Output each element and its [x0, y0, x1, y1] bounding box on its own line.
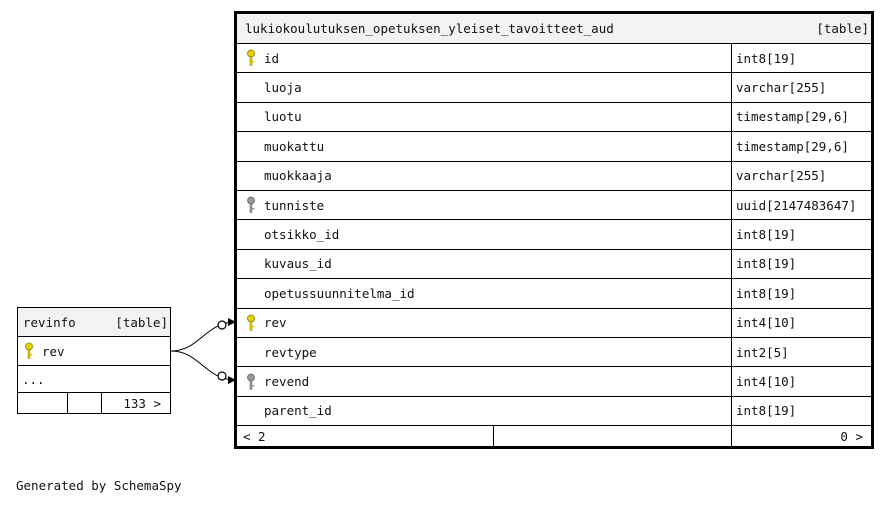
primary-key-icon — [246, 44, 256, 72]
column-divider — [731, 220, 732, 249]
connector-revend — [170, 350, 237, 381]
index-key-icon — [246, 367, 256, 395]
column-name[interactable]: opetussuunnitelma_id — [264, 285, 415, 301]
children-count[interactable]: 0 > — [840, 428, 863, 444]
footer-divider — [101, 393, 102, 414]
column-row-id[interactable]: id int8[19] — [237, 44, 871, 74]
revinfo-children-count[interactable]: 133 > — [123, 396, 161, 411]
column-name[interactable]: muokkaaja — [264, 168, 332, 184]
column-type: timestamp[29,6] — [736, 109, 849, 125]
revinfo-column-rev[interactable]: rev — [42, 343, 65, 359]
column-name[interactable]: kuvaus_id — [264, 256, 332, 272]
connector-rev — [170, 321, 237, 352]
column-divider — [731, 191, 732, 220]
column-divider — [731, 73, 732, 102]
revinfo-ellipsis-row: ... — [18, 366, 170, 393]
column-type: timestamp[29,6] — [736, 138, 849, 154]
column-row-kuvaus-id[interactable]: kuvaus_id int8[19] — [237, 249, 871, 280]
column-name[interactable]: parent_id — [264, 403, 332, 419]
column-divider — [731, 396, 732, 426]
column-type: varchar[255] — [736, 168, 827, 184]
column-type: int8[19] — [736, 403, 797, 419]
column-type: int8[19] — [736, 227, 797, 243]
column-row-luoja[interactable]: luoja varchar[255] — [237, 73, 871, 103]
revinfo-row-rev[interactable]: rev — [18, 337, 170, 366]
column-type: uuid[2147483647] — [736, 197, 857, 213]
footer-divider — [493, 426, 494, 446]
main-table-name[interactable]: lukiokoulutuksen_opetuksen_yleiset_tavoi… — [245, 21, 614, 36]
parents-count[interactable]: < 2 — [243, 428, 266, 444]
column-row-parent-id[interactable]: parent_id int8[19] — [237, 396, 871, 427]
column-divider — [731, 338, 732, 367]
column-type: int2[5] — [736, 344, 789, 360]
main-table-footer: < 2 0 > — [237, 426, 871, 446]
footer-divider — [731, 426, 732, 446]
revinfo-table-kind: [table] — [115, 314, 168, 330]
zero-or-many-marker-revend — [217, 371, 227, 381]
revinfo-header[interactable]: revinfo [table] — [18, 308, 170, 337]
main-table-header[interactable]: lukiokoulutuksen_opetuksen_yleiset_tavoi… — [237, 14, 871, 44]
column-divider — [731, 308, 732, 337]
column-type: int8[19] — [736, 50, 797, 66]
column-row-opetussuunnitelma-id[interactable]: opetussuunnitelma_id int8[19] — [237, 279, 871, 309]
revinfo-table[interactable]: revinfo [table] rev ... 133 > — [17, 307, 171, 414]
column-row-otsikko-id[interactable]: otsikko_id int8[19] — [237, 220, 871, 250]
column-type: int4[10] — [736, 315, 797, 331]
column-name[interactable]: luoja — [264, 80, 302, 96]
column-divider — [731, 132, 732, 161]
column-row-tunniste[interactable]: tunniste uuid[2147483647] — [237, 191, 871, 221]
column-row-luotu[interactable]: luotu timestamp[29,6] — [237, 102, 871, 133]
zero-or-many-marker-rev — [217, 320, 227, 330]
footer-divider — [67, 393, 68, 414]
revinfo-ellipsis: ... — [22, 371, 45, 387]
column-row-muokkaaja[interactable]: muokkaaja varchar[255] — [237, 161, 871, 191]
primary-key-icon — [246, 309, 256, 337]
revinfo-table-name[interactable]: revinfo — [23, 314, 76, 330]
column-divider — [731, 367, 732, 396]
column-name[interactable]: revtype — [264, 344, 317, 360]
arrow-marker-revend — [228, 376, 236, 384]
column-name[interactable]: tunniste — [264, 197, 325, 213]
column-divider — [731, 249, 732, 279]
column-type: int4[10] — [736, 374, 797, 390]
column-name[interactable]: muokattu — [264, 138, 325, 154]
main-table-kind: [table] — [816, 21, 869, 36]
main-table[interactable]: lukiokoulutuksen_opetuksen_yleiset_tavoi… — [234, 11, 874, 449]
column-name[interactable]: luotu — [264, 109, 302, 125]
column-divider — [731, 279, 732, 308]
column-row-muokattu[interactable]: muokattu timestamp[29,6] — [237, 132, 871, 162]
column-name[interactable]: rev — [264, 315, 287, 331]
generated-by-label: Generated by SchemaSpy — [16, 478, 182, 493]
column-name[interactable]: id — [264, 50, 280, 66]
column-name[interactable]: otsikko_id — [264, 227, 340, 243]
revinfo-footer: 133 > — [18, 393, 170, 414]
column-row-rev[interactable]: rev int4[10] — [237, 308, 871, 338]
primary-key-icon — [24, 337, 34, 365]
column-name[interactable]: revend — [264, 374, 310, 390]
column-divider — [731, 44, 732, 73]
arrow-marker-rev — [228, 318, 236, 326]
column-type: varchar[255] — [736, 80, 827, 96]
column-divider — [731, 161, 732, 190]
column-row-revtype[interactable]: revtype int2[5] — [237, 338, 871, 368]
column-row-revend[interactable]: revend int4[10] — [237, 367, 871, 397]
column-divider — [731, 102, 732, 132]
index-key-icon — [246, 191, 256, 219]
column-type: int8[19] — [736, 285, 797, 301]
column-type: int8[19] — [736, 256, 797, 272]
